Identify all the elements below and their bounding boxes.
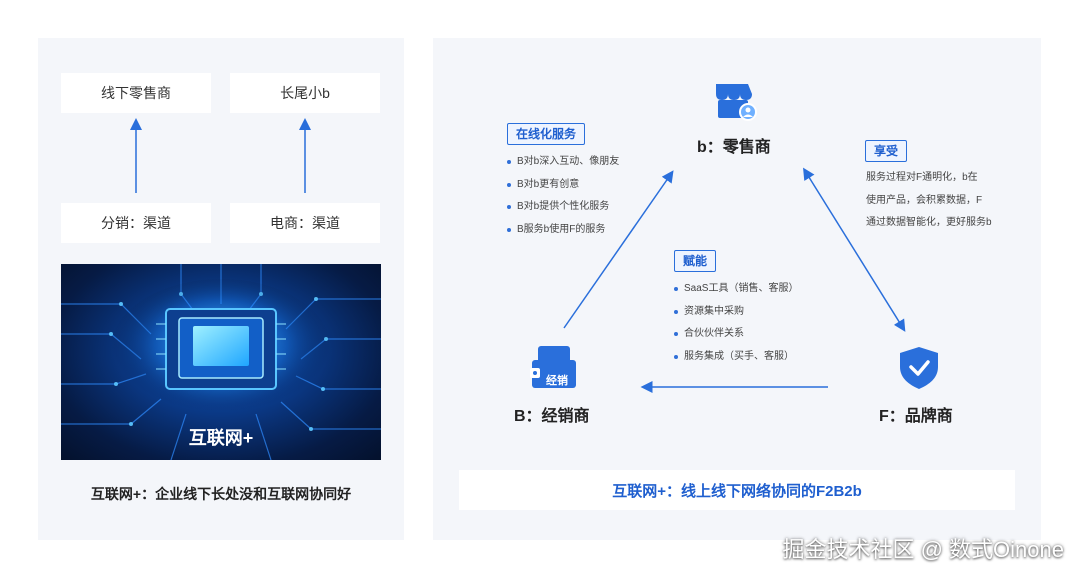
left-caption: 互联网+：企业线下长处没和互联网协同好 xyxy=(90,486,352,502)
f2b2b-caption: 互联网+：线上线下网络协同的F2B2b xyxy=(459,470,1015,510)
list-item: B服务b使用F的服务 xyxy=(507,222,619,245)
empower-tag: 赋能 xyxy=(674,250,717,272)
brand-label: F：品牌商 xyxy=(879,408,953,425)
empower-list: SaaS工具（销售、客服） 资源集中采购 合伙伙伴关系 服务集成（买手、客服） xyxy=(674,281,798,371)
watermark: 掘金技术社区 @ 数式Oinone xyxy=(782,537,1065,562)
enjoy-line: 使用产品，会积累数据，F xyxy=(866,194,983,206)
enjoy-tag: 享受 xyxy=(865,140,908,162)
enjoy-line: 通过数据智能化，更好服务b xyxy=(866,217,992,228)
online-service-list: B对b深入互动、像朋友 B对b更有创意 B对b提供个性化服务 B服务b使用F的服… xyxy=(507,154,619,244)
ecommerce-channel-box: 电商：渠道 xyxy=(230,203,380,243)
list-item: SaaS工具（销售、客服） xyxy=(674,281,798,304)
internet-plus-chip-image: 互联网+ xyxy=(61,264,381,460)
list-item: B对b深入互动、像朋友 xyxy=(507,154,619,177)
list-item: 合伙伙伴关系 xyxy=(674,326,798,349)
distributor-label: B：经销商 xyxy=(514,408,590,425)
arrow-retailer-brand xyxy=(803,167,906,332)
list-item: 服务集成（买手、客服） xyxy=(674,349,798,372)
right-panel: b：零售商 经销 B：经销商 F：品牌商 在线化服务 B对b深入互动、像朋友 B… xyxy=(433,38,1041,540)
list-item: 资源集中采购 xyxy=(674,304,798,327)
distribution-channel-box: 分销：渠道 xyxy=(61,203,211,243)
arrow-distributor-to-retailer xyxy=(563,170,674,329)
distributor-badge-text: 经销 xyxy=(546,375,568,387)
circuit-chip-graphic xyxy=(61,264,381,460)
distributor-wallet-icon: 经销 xyxy=(530,344,578,390)
left-panel: 线下零售商 长尾小b 分销：渠道 电商：渠道 xyxy=(38,38,404,540)
longtail-b-box: 长尾小b xyxy=(230,73,380,113)
list-item: B对b更有创意 xyxy=(507,177,619,200)
enjoy-line: 服务过程对F通明化，b在 xyxy=(866,172,978,183)
enjoy-text: 服务过程对F通明化，b在 使用产品，会积累数据，F 通过数据智能化，更好服务b xyxy=(866,167,1006,235)
f2b2b-arrows xyxy=(563,167,906,393)
offline-retailer-box: 线下零售商 xyxy=(61,73,211,113)
store-icon xyxy=(712,80,758,124)
left-arrows xyxy=(130,118,311,193)
internet-plus-label: 互联网+ xyxy=(188,428,254,448)
retailer-label: b：零售商 xyxy=(697,139,771,156)
list-item: B对b提供个性化服务 xyxy=(507,199,619,222)
online-service-tag: 在线化服务 xyxy=(507,123,586,145)
shield-check-icon xyxy=(898,345,940,391)
